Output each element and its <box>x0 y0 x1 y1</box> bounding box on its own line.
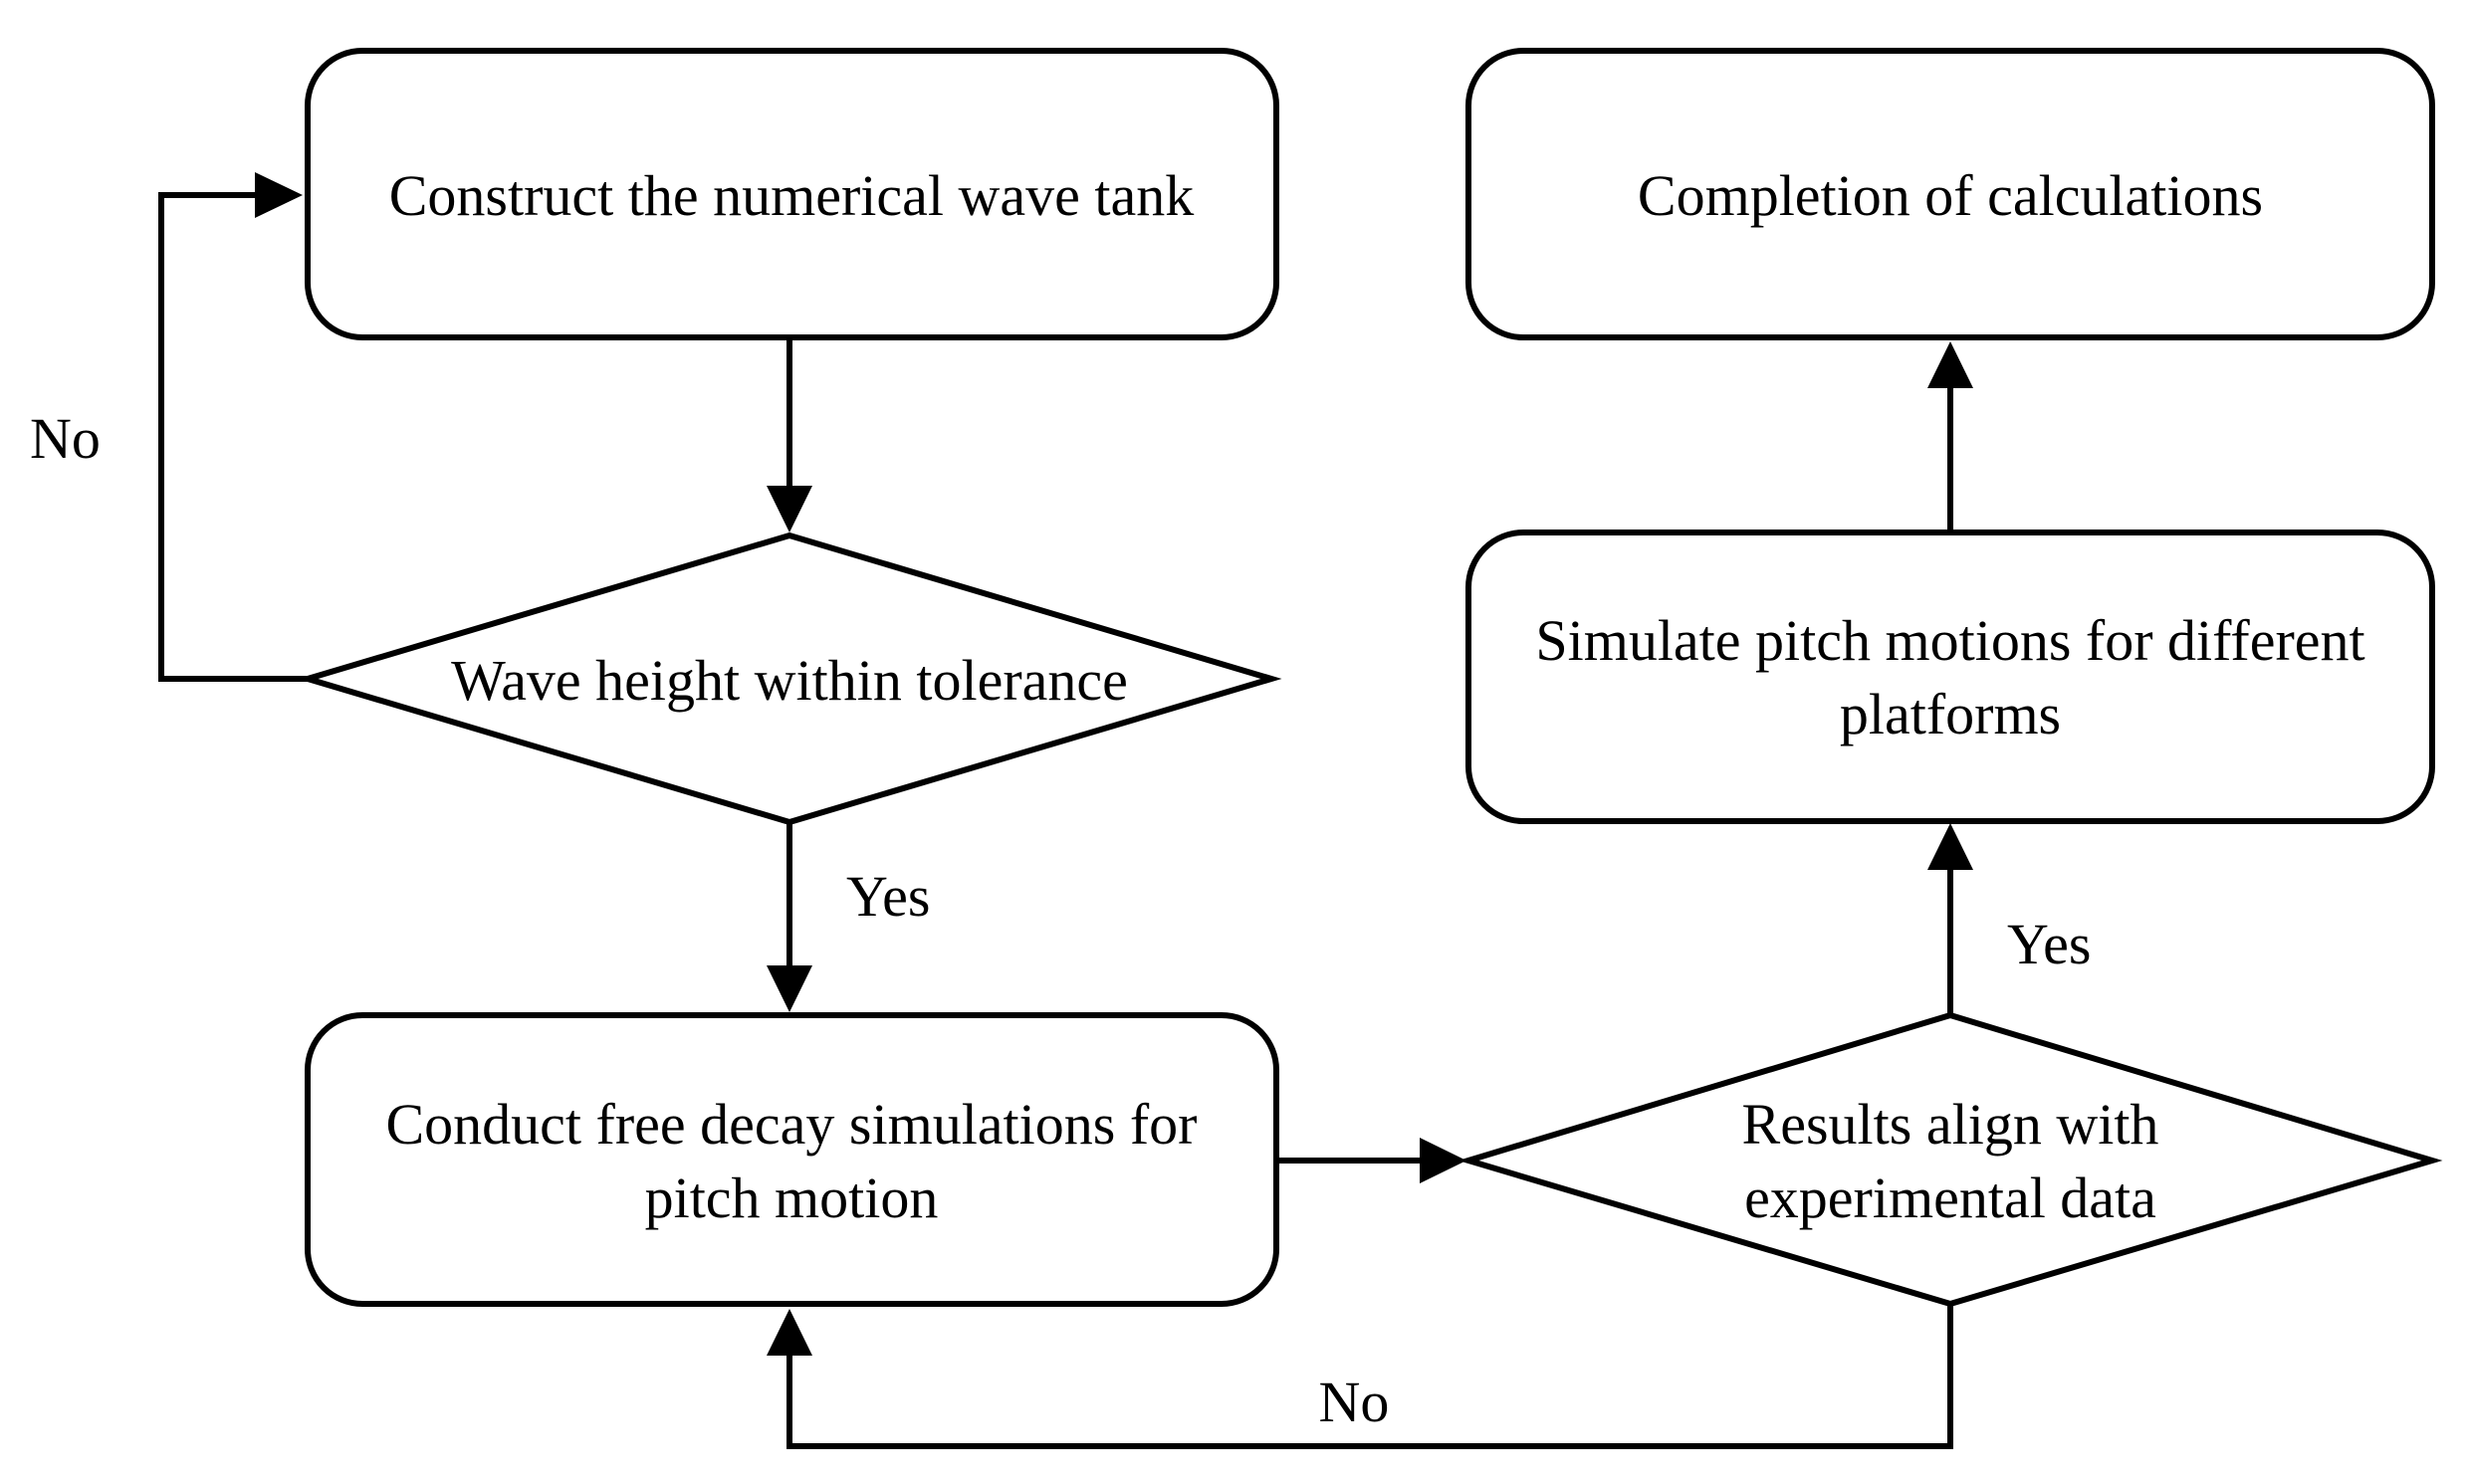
node-results-decision: Results align with experimental data <box>1458 1011 2443 1308</box>
edge-wave-no-loop <box>158 172 308 682</box>
edge-label-results-no: No <box>1319 1370 1390 1434</box>
arrowhead-up-icon <box>767 1309 812 1356</box>
edge-results-yes <box>1927 823 1973 1015</box>
edge-pitch-to-completion <box>1927 341 1973 532</box>
edge-wave-yes <box>767 822 812 1012</box>
arrowhead-right-icon <box>255 172 303 218</box>
node-results-check-label-2: experimental data <box>1744 1166 2156 1230</box>
edge-label-wave-yes: Yes <box>846 864 930 929</box>
node-completion-label-1: Completion of calculations <box>1638 163 2263 228</box>
node-simulate-pitch-label-2: platforms <box>1840 682 2061 746</box>
arrowhead-down-icon <box>767 486 812 532</box>
node-wave-check-label-1: Wave height within tolerance <box>451 648 1128 713</box>
node-completion: Completion of calculations <box>1465 48 2435 340</box>
edge-label-results-yes: Yes <box>2007 912 2091 976</box>
node-construct-label-1: Construct the numerical wave tank <box>389 163 1195 228</box>
edge-decay-to-results <box>1276 1138 1466 1183</box>
edge-label-wave-no: No <box>30 406 101 471</box>
arrowhead-up-icon <box>1927 341 1973 388</box>
node-simulate-pitch-motions: Simulate pitch motions for different pla… <box>1465 530 2435 824</box>
node-free-decay-simulations: Conduct free decay simulations for pitch… <box>305 1012 1279 1307</box>
node-simulate-pitch-label-1: Simulate pitch motions for different <box>1535 608 2364 673</box>
arrowhead-up-icon <box>1927 823 1973 870</box>
node-results-check-label-1: Results align with <box>1742 1092 2159 1157</box>
edge-construct-to-wave-check <box>767 337 812 532</box>
node-free-decay-label-1: Conduct free decay simulations for <box>386 1092 1198 1157</box>
node-wave-height-decision: Wave height within tolerance <box>297 531 1282 826</box>
arrowhead-right-icon <box>1420 1138 1466 1183</box>
edge-results-no-loop <box>767 1304 1953 1449</box>
node-construct-wave-tank: Construct the numerical wave tank <box>305 48 1279 340</box>
arrowhead-down-icon <box>767 965 812 1012</box>
node-free-decay-label-2: pitch motion <box>645 1166 939 1230</box>
